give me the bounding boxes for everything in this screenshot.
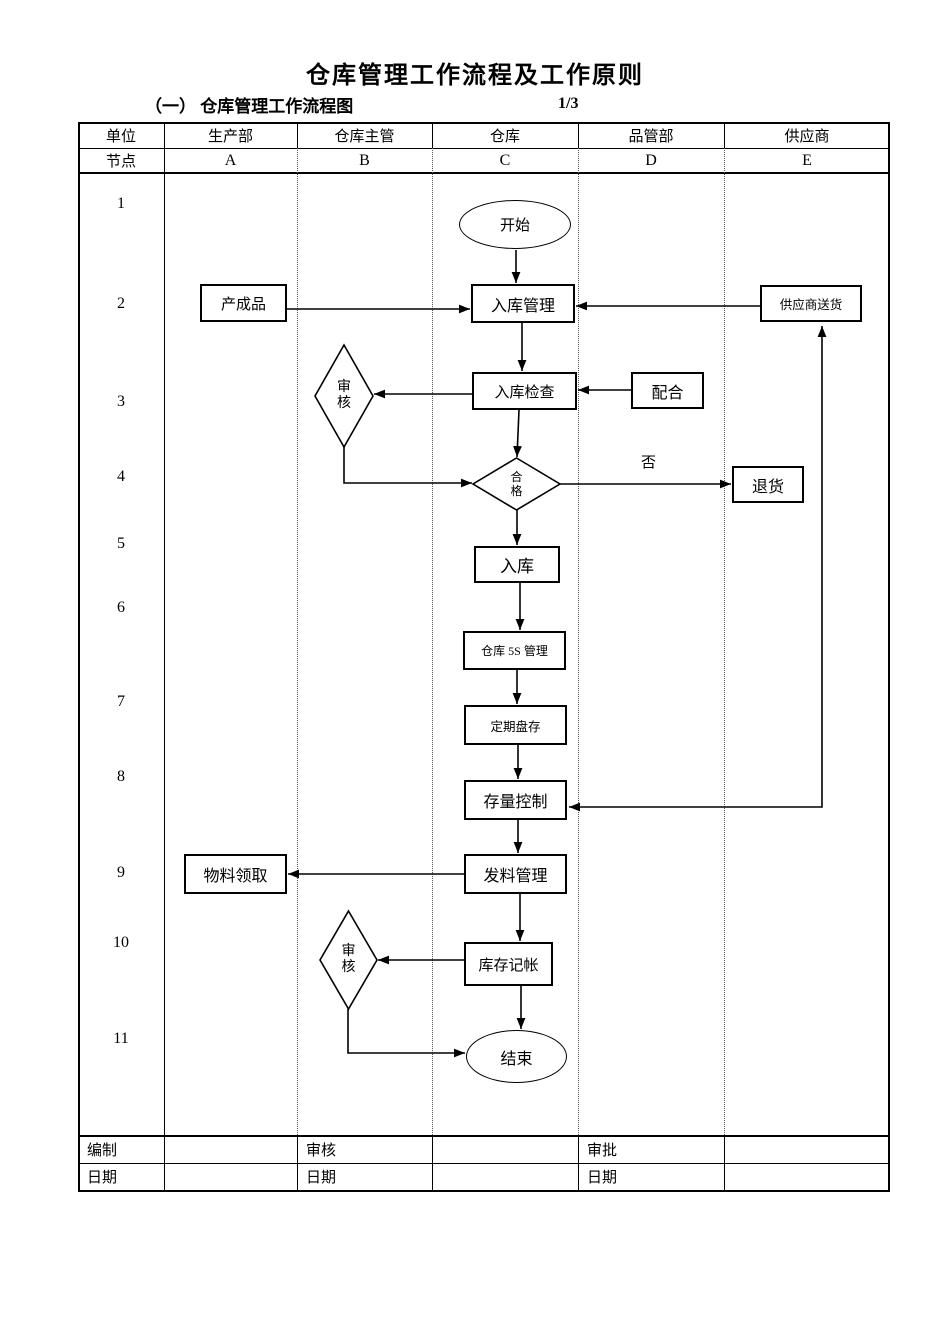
node-id-c: C — [499, 151, 511, 169]
arrow-control-supplier-loop — [569, 326, 827, 812]
table-border-top — [78, 122, 890, 124]
row-number-4: 4 — [117, 468, 125, 485]
header-node: 节点 — [105, 154, 136, 170]
node-id-d: D — [645, 151, 657, 169]
qualified-diamond — [471, 457, 562, 511]
page-title: 仓库管理工作流程及工作原则 — [306, 63, 644, 89]
finished-goods-node: 产成品 — [200, 284, 287, 322]
header-col-warehouse: 仓库 — [489, 128, 520, 145]
supplier-delivery-node: 供应商送货 — [760, 285, 862, 322]
header-col-supplier: 供应商 — [784, 128, 830, 145]
start-label: 开始 — [499, 218, 530, 234]
inventory-entry-label: 库存记帐 — [478, 957, 539, 974]
col-line-ab-footer — [297, 1135, 298, 1190]
footer-date-1: 日期 — [87, 1170, 118, 1186]
lane-line-bc — [432, 148, 433, 1135]
header-unit: 单位 — [105, 128, 136, 145]
col-line-de-header — [724, 122, 725, 148]
review1-diamond — [314, 343, 374, 449]
lane-line-ab — [297, 148, 298, 1135]
stock-in-node: 入库 — [474, 546, 560, 583]
review2-diamond — [319, 909, 378, 1011]
table-border-bottom — [78, 1190, 890, 1192]
footer-date-2: 日期 — [306, 1170, 337, 1186]
col-line-bc-header — [432, 122, 433, 148]
inbound-check-node: 入库检查 — [472, 372, 577, 410]
start-node: 开始 — [459, 200, 571, 249]
material-pickup-node: 物料领取 — [184, 854, 287, 894]
footer-approve: 审批 — [587, 1143, 618, 1159]
col-line-bc-footer — [432, 1135, 433, 1190]
col-line-cd-footer — [578, 1135, 579, 1190]
row-number-9: 9 — [117, 864, 125, 881]
arrow-review2-to-end — [347, 1009, 465, 1058]
header-col-supervisor: 仓库主管 — [334, 128, 395, 145]
table-border-left — [78, 122, 80, 1192]
row-number-6: 6 — [117, 599, 125, 616]
material-issue-label: 发料管理 — [483, 868, 548, 885]
table-line-under-nodes — [78, 172, 890, 174]
warehouse-5s-label: 仓库 5S 管理 — [481, 644, 548, 658]
end-label: 结束 — [500, 1050, 533, 1068]
row-number-3: 3 — [117, 393, 125, 410]
stock-control-label: 存量控制 — [483, 794, 548, 811]
stock-control-node: 存量控制 — [464, 780, 567, 820]
table-line-under-header — [78, 148, 890, 149]
footer-review: 审核 — [306, 1143, 337, 1159]
arrow-check-to-qualified — [513, 409, 522, 458]
col-line-de-footer — [724, 1135, 725, 1190]
material-issue-node: 发料管理 — [464, 854, 567, 894]
return-goods-node: 退货 — [732, 466, 804, 503]
page-number: 1/3 — [558, 95, 579, 112]
qualified-label: 合 格 — [510, 470, 523, 498]
node-id-e: E — [802, 151, 812, 169]
header-col-production: 生产部 — [207, 128, 253, 145]
end-node: 结束 — [466, 1030, 567, 1083]
table-line-above-footer — [78, 1135, 890, 1137]
row-number-2: 2 — [117, 295, 125, 312]
stock-in-label: 入库 — [500, 557, 534, 576]
footer-prepared: 编制 — [87, 1143, 118, 1159]
row-number-1: 1 — [117, 195, 125, 212]
inventory-entry-node: 库存记帐 — [464, 942, 553, 986]
arrow-review1-to-qualified — [343, 447, 472, 488]
row-number-7: 7 — [117, 693, 125, 710]
footer-date-3: 日期 — [587, 1170, 618, 1186]
node-id-b: B — [359, 151, 370, 169]
cooperate-node: 配合 — [631, 372, 704, 409]
inbound-mgmt-label: 入库管理 — [490, 297, 555, 315]
warehouse-5s-node: 仓库 5S 管理 — [463, 631, 566, 670]
inbound-mgmt-node: 入库管理 — [471, 284, 575, 323]
row-number-11: 11 — [113, 1030, 129, 1047]
material-pickup-label: 物料领取 — [203, 868, 268, 885]
qualified-no-label: 否 — [641, 455, 657, 471]
header-col-quality: 品管部 — [628, 128, 674, 145]
periodic-count-node: 定期盘存 — [464, 705, 567, 745]
inbound-check-label: 入库检查 — [494, 384, 555, 401]
col-line-unit — [164, 122, 165, 1190]
review1-label: 审 核 — [337, 379, 351, 411]
col-line-ab-header — [297, 122, 298, 148]
return-goods-label: 退货 — [751, 478, 784, 496]
finished-goods-label: 产成品 — [220, 296, 266, 313]
cooperate-label: 配合 — [651, 384, 684, 402]
node-id-a: A — [224, 151, 237, 169]
section-heading: （一） 仓库管理工作流程图 — [145, 97, 354, 116]
row-number-8: 8 — [117, 768, 125, 785]
table-line-footer-mid — [78, 1163, 890, 1164]
row-number-10: 10 — [113, 934, 129, 951]
table-border-right — [888, 122, 890, 1192]
col-line-cd-header — [578, 122, 579, 148]
supplier-delivery-label: 供应商送货 — [779, 298, 843, 312]
row-number-5: 5 — [117, 535, 125, 552]
review2-label: 审 核 — [341, 943, 356, 975]
periodic-count-label: 定期盘存 — [490, 719, 541, 734]
